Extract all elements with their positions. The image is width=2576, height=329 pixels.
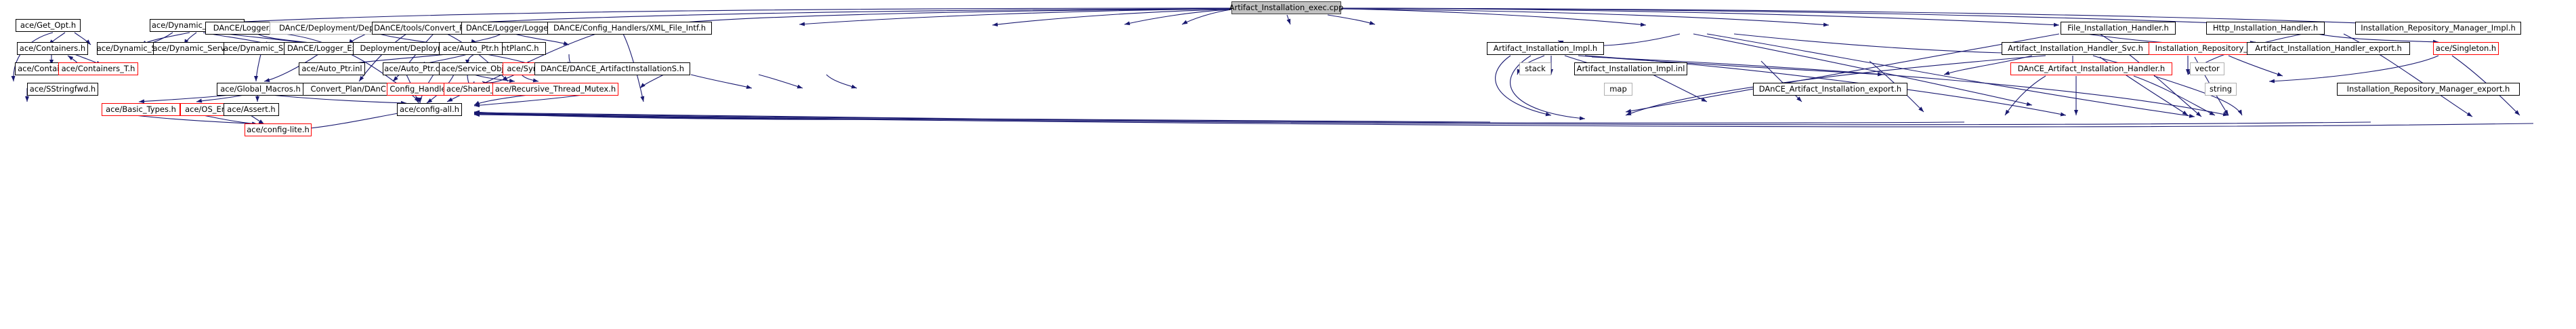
node-http-installation-handler-h[interactable]: Http_Installation_Handler.h xyxy=(2206,22,2325,35)
node-dance-artifact-installation-export-h[interactable]: DAnCE_Artifact_Installation_export.h xyxy=(1753,83,1907,96)
node-vector[interactable]: vector xyxy=(2190,62,2224,75)
node-installation-repository-manager-impl-h[interactable]: Installation_Repository_Manager_Impl.h xyxy=(2355,22,2521,35)
node-ace-basic-types-h[interactable]: ace/Basic_Types.h xyxy=(102,103,180,116)
node-dance-artifactinstallations-h[interactable]: DAnCE/DAnCE_ArtifactInstallationS.h xyxy=(534,62,690,75)
node-ace-containers-t-h[interactable]: ace/Containers_T.h xyxy=(58,62,138,75)
node-root[interactable]: Artifact_Installation_exec.cpp xyxy=(1229,1,1343,14)
node-artifact-installation-impl-h[interactable]: Artifact_Installation_Impl.h xyxy=(1487,42,1604,55)
node-ace-global-macros-h[interactable]: ace/Global_Macros.h xyxy=(217,83,304,96)
node-ace-get-opt-h[interactable]: ace/Get_Opt.h xyxy=(16,19,81,32)
node-ace-singleton-h[interactable]: ace/Singleton.h xyxy=(2433,42,2499,55)
node-map[interactable]: map xyxy=(1604,83,1632,96)
node-ace-containers-h[interactable]: ace/Containers.h xyxy=(17,42,88,55)
node-artifact-installation-handler-export-h[interactable]: Artifact_Installation_Handler_export.h xyxy=(2247,42,2410,55)
node-string[interactable]: string xyxy=(2205,83,2237,96)
node-dance-artifact-installation-handler-h[interactable]: DAnCE_Artifact_Installation_Handler.h xyxy=(2010,62,2172,75)
node-dance-config-handlers-xml-file-intf-h[interactable]: DAnCE/Config_Handlers/XML_File_Intf.h xyxy=(547,22,712,35)
node-ace-recursive-thread-mutex-h[interactable]: ace/Recursive_Thread_Mutex.h xyxy=(492,83,618,96)
node-ace-sstringfwd-h[interactable]: ace/SStringfwd.h xyxy=(27,83,98,96)
node-ace-auto-ptr-h[interactable]: ace/Auto_Ptr.h xyxy=(439,42,503,55)
node-ace-auto-ptr-inl[interactable]: ace/Auto_Ptr.inl xyxy=(299,62,365,75)
node-ace-config-lite-h[interactable]: ace/config-lite.h xyxy=(245,123,312,136)
node-artifact-installation-impl-inl[interactable]: Artifact_Installation_Impl.inl xyxy=(1574,62,1687,75)
node-ace-config-all-h[interactable]: ace/config-all.h xyxy=(397,103,462,116)
node-ace-assert-h[interactable]: ace/Assert.h xyxy=(224,103,279,116)
node-installation-repository-manager-export-h[interactable]: Installation_Repository_Manager_export.h xyxy=(2337,83,2520,96)
node-stack[interactable]: stack xyxy=(1519,62,1551,75)
node-artifact-installation-handler-svc-h[interactable]: Artifact_Installation_Handler_Svc.h xyxy=(2002,42,2149,55)
node-file-installation-handler-h[interactable]: File_Installation_Handler.h xyxy=(2061,22,2176,35)
